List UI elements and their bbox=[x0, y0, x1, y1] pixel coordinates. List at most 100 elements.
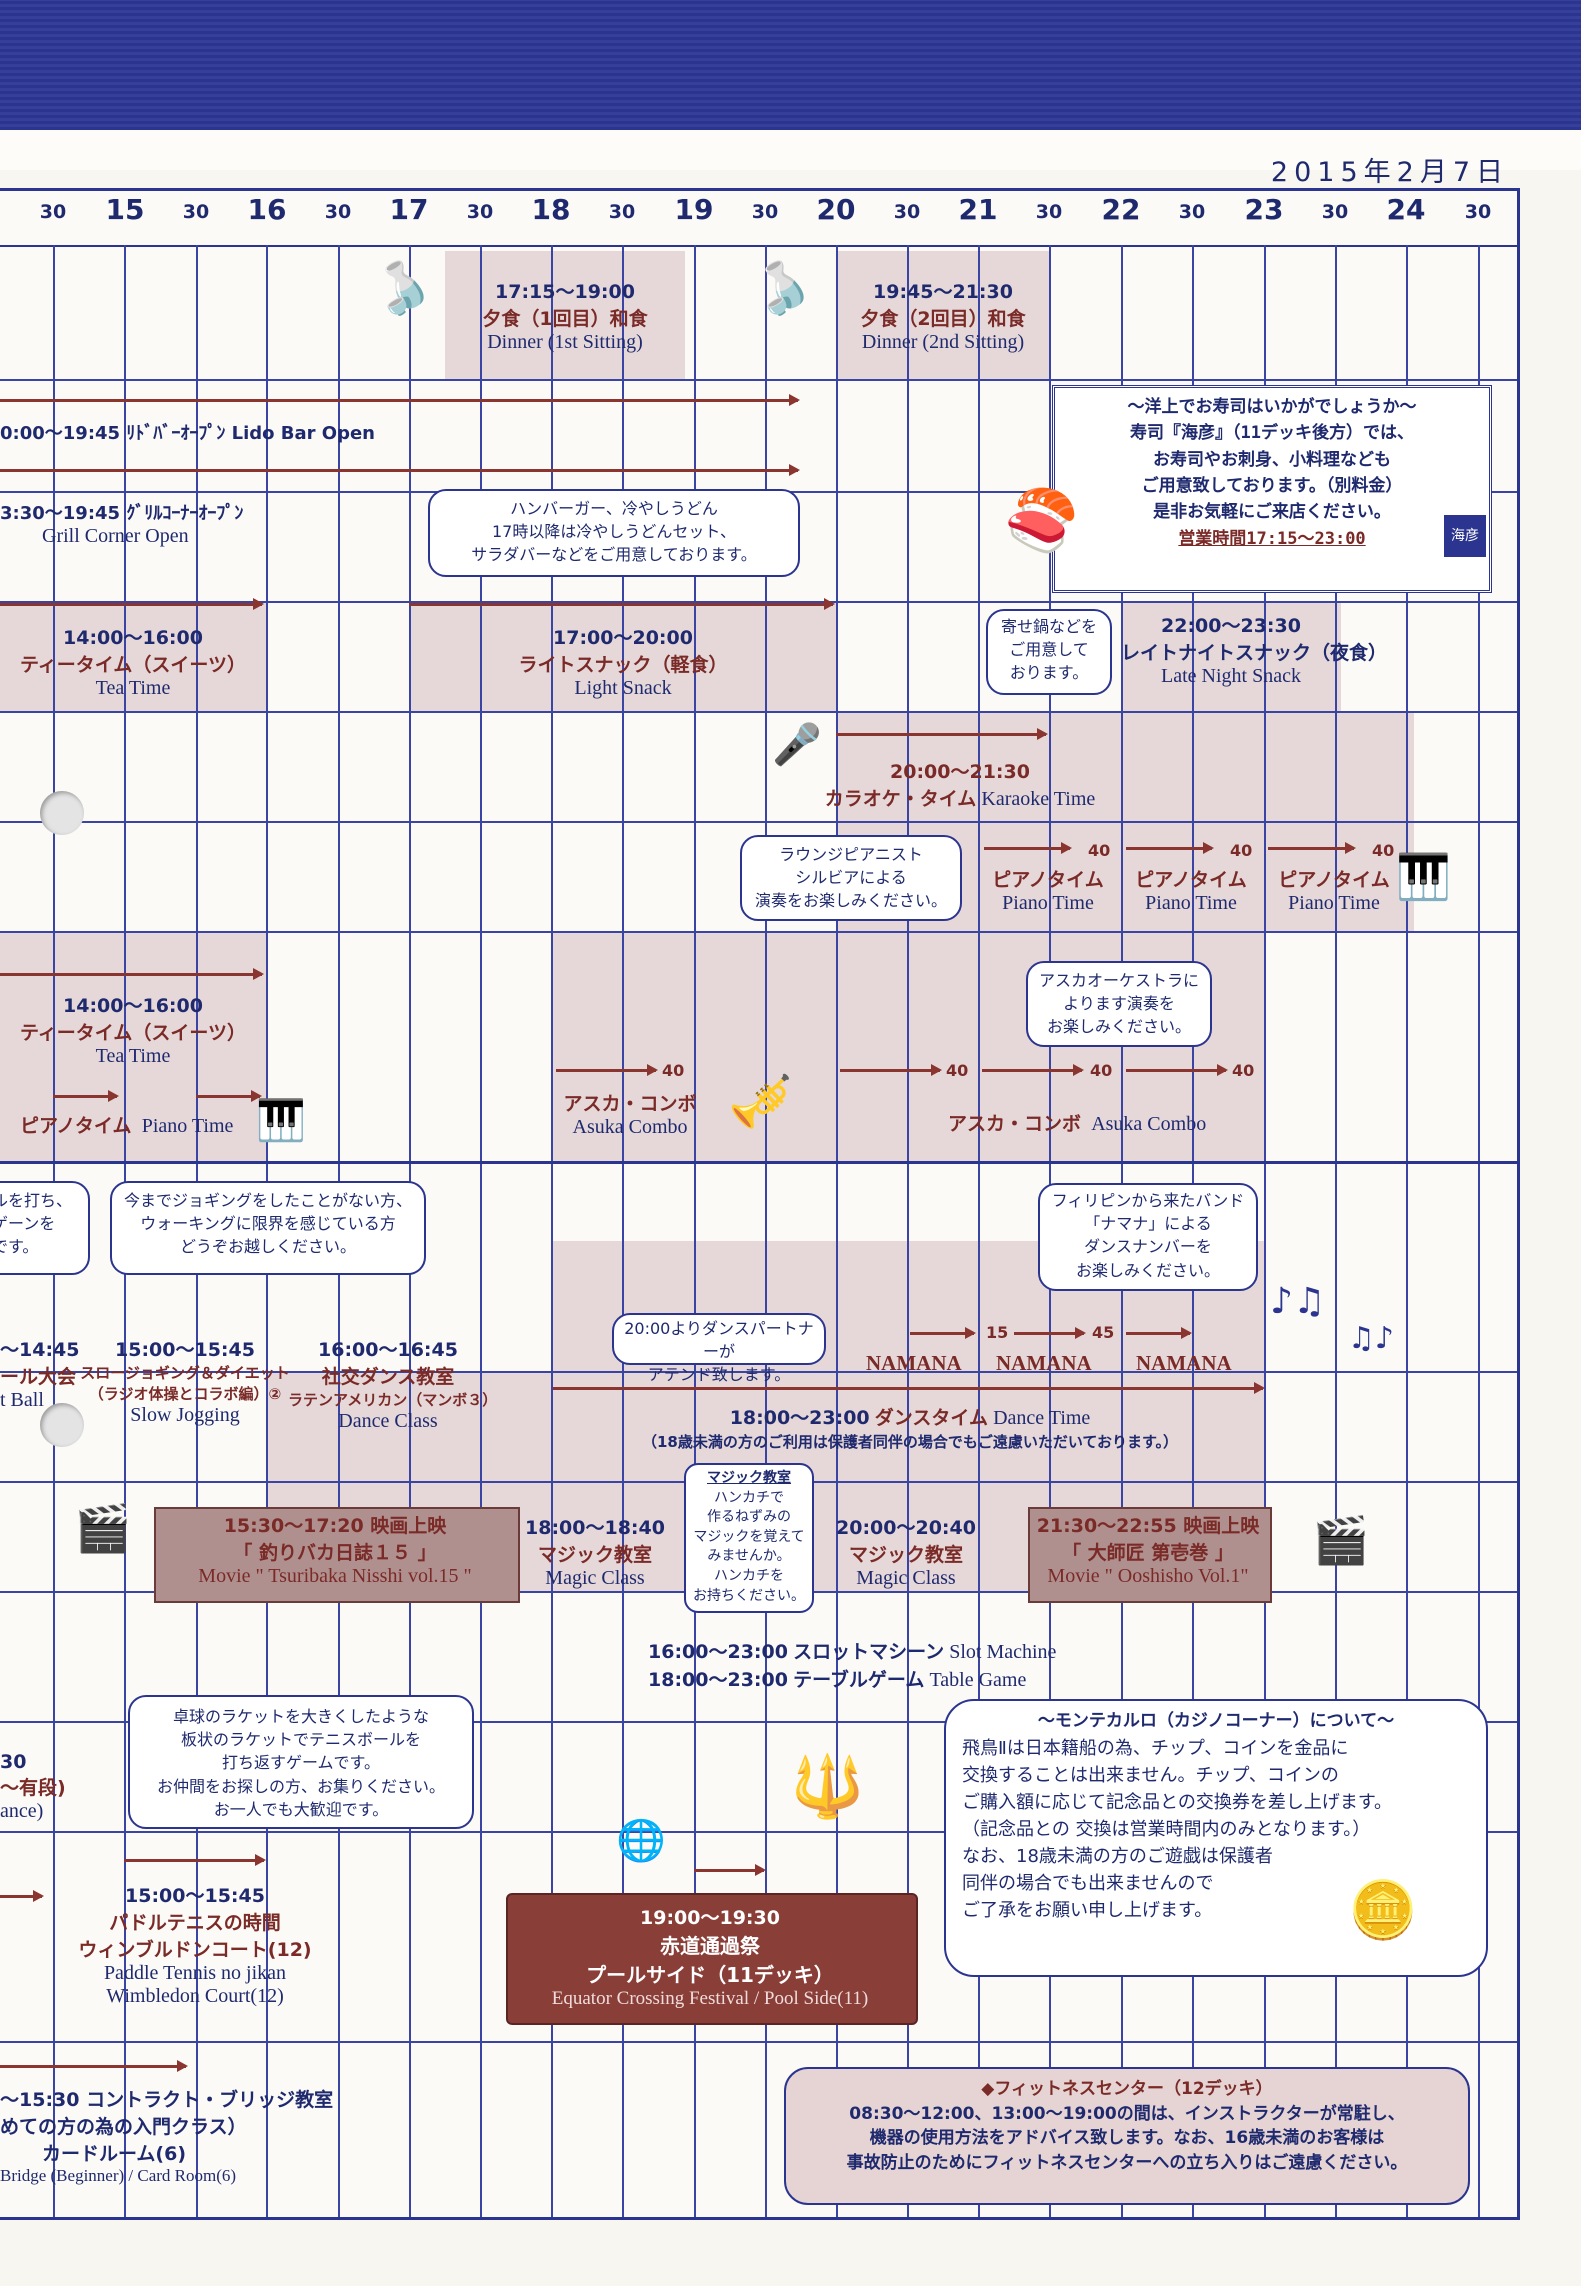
hour-23: 23 bbox=[1244, 193, 1284, 226]
golf-time: 〜14:45 bbox=[0, 1339, 80, 1361]
fitness-line: 事故防止のためにフィットネスセンターへの立ち入りはご遠慮ください。 bbox=[846, 2152, 1408, 2173]
namana-2: NAMANA bbox=[996, 1351, 1092, 1375]
bridge-l4: Bridge (Beginner) / Card Room(6) bbox=[0, 2166, 237, 2185]
casino-chips-icon: 🪙 bbox=[1348, 1878, 1418, 1943]
piano2-jp: ピアノタイム bbox=[20, 1115, 132, 1137]
paddle-en2: Wimbledon Court(12) bbox=[106, 1985, 284, 2007]
golf-bubble: ルを打ち、 ゲーンを です。 bbox=[0, 1181, 90, 1275]
header-banner bbox=[0, 0, 1581, 130]
nabe-bubble: 寄せ鍋などを ご用意して おります。 bbox=[986, 609, 1112, 695]
golf-jp: ール大会 bbox=[0, 1366, 77, 1388]
magic-bubble: マジック教室 ハンカチで 作るねずみの マジックを覚えて みませんか。 ハンカチ… bbox=[684, 1463, 814, 1613]
table-event: 18:00〜23:00 テーブルゲーム Table Game bbox=[648, 1665, 1026, 1692]
casino-line: 同伴の場合でも出来ませんので bbox=[962, 1872, 1214, 1894]
dancetime-en: Dance Time bbox=[993, 1407, 1091, 1429]
combo-arrow bbox=[1126, 1064, 1228, 1076]
dancetime-note: （18歳未満の方のご利用は保護者同伴の場合でもご遠慮いただいております。） bbox=[642, 1433, 1178, 1451]
punch-hole bbox=[40, 1403, 84, 1447]
lido-event: 0:00〜19:45 ﾘﾄﾞﾊﾞｰｵｰﾌﾟﾝ Lido Bar Open bbox=[0, 419, 375, 445]
tea1-time: 14:00〜16:00 bbox=[63, 627, 203, 649]
globe-icon: 🌐 bbox=[616, 1818, 666, 1864]
half-label: 30 bbox=[324, 201, 352, 223]
grand-piano-icon: 🎹 bbox=[256, 1098, 306, 1144]
half-label: 30 bbox=[751, 201, 779, 223]
movie2-event: 21:30〜22:55 映画上映 「 大師匠 第壱巻 」 Movie " Oos… bbox=[1028, 1511, 1268, 1588]
magic2-event: 20:00〜20:40 マジック教室 Magic Class bbox=[836, 1513, 976, 1590]
schedule-grid: 30 15 30 16 30 17 30 18 30 19 30 20 30 2… bbox=[0, 188, 1520, 2220]
piano-en: Piano Time bbox=[1002, 892, 1094, 914]
namana-15: 15 bbox=[986, 1323, 1009, 1342]
clapperboard-icon: 🎬 bbox=[74, 1501, 132, 1555]
grid-line bbox=[0, 601, 1517, 603]
bubble-line: 「ナマナ」による bbox=[1084, 1214, 1212, 1234]
dance-class-event: 16:00〜16:45 社交ダンス教室 ラテンアメリカン（マンボ３） Dance… bbox=[288, 1335, 497, 1433]
bubble-line: みませんか。 bbox=[707, 1548, 791, 1565]
grill-arrow bbox=[0, 464, 800, 476]
tea2-block bbox=[0, 931, 266, 1161]
bridge-l3: カードルーム(6) bbox=[42, 2143, 187, 2165]
left-dance-a: 30 bbox=[0, 1751, 27, 1773]
half-label: 30 bbox=[1464, 201, 1492, 223]
namana-arrow bbox=[1126, 1327, 1192, 1339]
movie2-jp: 「 大師匠 第壱巻 」 bbox=[1062, 1542, 1234, 1564]
tea1-event: 14:00〜16:00 ティータイム（スイーツ） Tea Time bbox=[0, 623, 266, 700]
bubble-line: お一人でも大歓迎です。 bbox=[213, 1799, 389, 1819]
time-header: 30 15 30 16 30 17 30 18 30 19 30 20 30 2… bbox=[0, 191, 1517, 247]
casino-line: 交換することは出来ません。チップ、コインの bbox=[962, 1764, 1339, 1786]
sushi-hours: 営業時間17:15〜23:00 bbox=[1178, 528, 1366, 549]
tea1-jp: ティータイム（スイーツ） bbox=[19, 654, 247, 676]
karaoke-event: 20:00〜21:30 カラオケ・タイム Karaoke Time bbox=[810, 757, 1110, 811]
table-en: Table Game bbox=[929, 1669, 1027, 1691]
bubble-line: おります。 bbox=[1009, 663, 1089, 683]
bridge-event: 〜15:30 コントラクト・ブリッジ教室 めての方の為の入門クラス） カードルー… bbox=[0, 2085, 333, 2186]
hour-20: 20 bbox=[816, 193, 856, 226]
grid-line bbox=[551, 245, 553, 2217]
lido-label: 0:00〜19:45 ﾘﾄﾞﾊﾞｰｵｰﾌﾟﾝ Lido Bar Open bbox=[0, 423, 375, 444]
piano-arrow bbox=[1126, 842, 1214, 854]
casino-title: 〜モンテカルロ（カジノコーナー）について〜 bbox=[1037, 1711, 1395, 1731]
bubble-line: ハンカチで bbox=[714, 1489, 784, 1506]
latenight-block bbox=[1121, 601, 1341, 711]
sushi-line: 寿司『海彦』（11デッキ後方）では、 bbox=[1130, 423, 1414, 444]
magic1-time: 18:00〜18:40 bbox=[525, 1517, 665, 1539]
movie1-jp: 「 釣りバカ日誌１５ 」 bbox=[233, 1542, 437, 1564]
golf-en: t Ball bbox=[0, 1389, 44, 1411]
bubble-line: お持ちください。 bbox=[693, 1587, 805, 1604]
piano-forty: 40 bbox=[1230, 841, 1253, 860]
casino-line: ご購入額に応じて記念品との交換券を差し上げます。 bbox=[962, 1791, 1393, 1813]
bubble-line: ハンカチを bbox=[714, 1567, 784, 1584]
movie1-block bbox=[154, 1507, 520, 1603]
half-label: 30 bbox=[1178, 201, 1206, 223]
equator-block bbox=[506, 1893, 918, 2025]
dance-en: Dance Class bbox=[338, 1410, 438, 1432]
half-label: 30 bbox=[466, 201, 494, 223]
music-notes-icon: ♫♪ bbox=[1348, 1321, 1395, 1356]
dinner2-jp: 夕食（2回目）和食 bbox=[860, 308, 1026, 330]
grand-piano-icon: 🎹 bbox=[1396, 852, 1451, 903]
dancetime-event: 18:00〜23:00 ダンスタイム Dance Time bbox=[480, 1403, 1340, 1430]
jog-en: Slow Jogging bbox=[130, 1404, 240, 1426]
slot-jp: スロットマシーン bbox=[793, 1641, 945, 1663]
grid-line bbox=[1335, 245, 1337, 2217]
piano-forty: 40 bbox=[1088, 841, 1111, 860]
grid-line bbox=[907, 245, 909, 2217]
table-jp: テーブルゲーム bbox=[793, 1669, 925, 1691]
lightsnack-arrow bbox=[409, 598, 835, 610]
hour-21: 21 bbox=[958, 193, 998, 226]
clapperboard-icon: 🎬 bbox=[1312, 1513, 1370, 1567]
lightsnack-time: 17:00〜20:00 bbox=[553, 627, 693, 649]
equator-jp2: プールサイド（11デッキ） bbox=[586, 1963, 834, 1987]
magic1-en: Magic Class bbox=[545, 1567, 645, 1589]
combo-forty: 40 bbox=[1232, 1061, 1255, 1080]
dancetime-jp: ダンスタイム bbox=[874, 1407, 988, 1429]
dancetime-time: 18:00〜23:00 bbox=[729, 1407, 870, 1429]
grid-line bbox=[622, 245, 624, 2217]
casino-line: なお、18歳未満の方のご遊戯は保護者 bbox=[962, 1845, 1273, 1867]
grid-line bbox=[1406, 245, 1408, 2217]
casino-line: （記念品との 交換は営業時間内のみとなります。） bbox=[962, 1818, 1371, 1840]
equator-event: 19:00〜19:30 赤道通過祭 プールサイド（11デッキ） Equator … bbox=[506, 1903, 914, 2010]
bridge-l2: めての方の為の入門クラス） bbox=[0, 2116, 247, 2138]
dance-jp: 社交ダンス教室 bbox=[321, 1366, 455, 1388]
bubble-line: お楽しみください。 bbox=[1075, 1260, 1220, 1280]
dinner1-time: 17:15〜19:00 bbox=[495, 281, 635, 303]
